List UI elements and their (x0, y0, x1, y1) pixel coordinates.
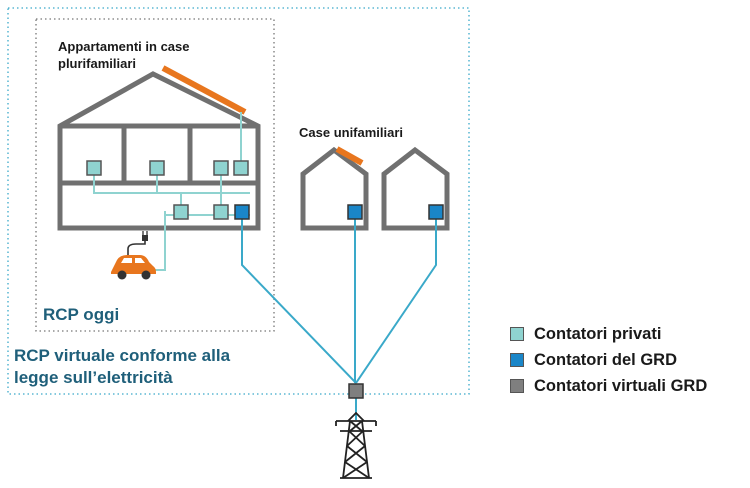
legend-label: Contatori privati (534, 324, 662, 343)
private-meter (233, 160, 249, 176)
grd-meter (428, 204, 444, 220)
apartments-label-line-2: plurifamiliari (58, 56, 137, 71)
legend-item-grd: Contatori del GRD (510, 347, 707, 373)
apartment-building (57, 71, 261, 231)
rcp-virtual-label-line-2: legge sull’elettricità (14, 368, 173, 387)
legend-label: Contatori del GRD (534, 350, 677, 369)
legend: Contatori privati Contatori del GRD Cont… (510, 321, 707, 399)
private-meter (149, 160, 165, 176)
private-meter (213, 160, 229, 176)
grid-lines (241, 219, 437, 420)
grd-meter-swatch-icon (510, 353, 524, 367)
virtual-rcp-boundary (7, 7, 470, 395)
private-meter-swatch-icon (510, 327, 524, 341)
solar-panel-small (335, 146, 364, 166)
single-homes-label: Case unifamiliari (299, 125, 404, 140)
legend-item-virtual-grd: Contatori virtuali GRD (510, 373, 707, 399)
virtual-grd-meter (348, 383, 364, 399)
internal-wiring (93, 112, 250, 271)
grd-meter (234, 204, 250, 220)
private-meter (173, 204, 189, 220)
rcp-today-label: RCP oggi (43, 305, 120, 324)
grd-meters (234, 204, 444, 220)
electric-car-icon (111, 231, 156, 280)
solar-panel (161, 65, 247, 115)
rcp-virtual-label: RCP virtuale conforme alla legge sull’el… (14, 345, 230, 389)
apartments-label-line-1: Appartamenti in case (58, 39, 190, 54)
legend-label: Contatori virtuali GRD (534, 376, 708, 395)
private-meter (86, 160, 102, 176)
transmission-tower-icon (335, 412, 377, 479)
legend-item-private: Contatori privati (510, 321, 707, 347)
private-meters (86, 160, 249, 220)
private-meter (213, 204, 229, 220)
rcp-virtual-label-line-1: RCP virtuale conforme alla (14, 346, 231, 365)
virtual-grd-meter-swatch-icon (510, 379, 524, 393)
apartments-label: Appartamenti in case plurifamiliari (58, 38, 190, 72)
grd-meter (347, 204, 363, 220)
